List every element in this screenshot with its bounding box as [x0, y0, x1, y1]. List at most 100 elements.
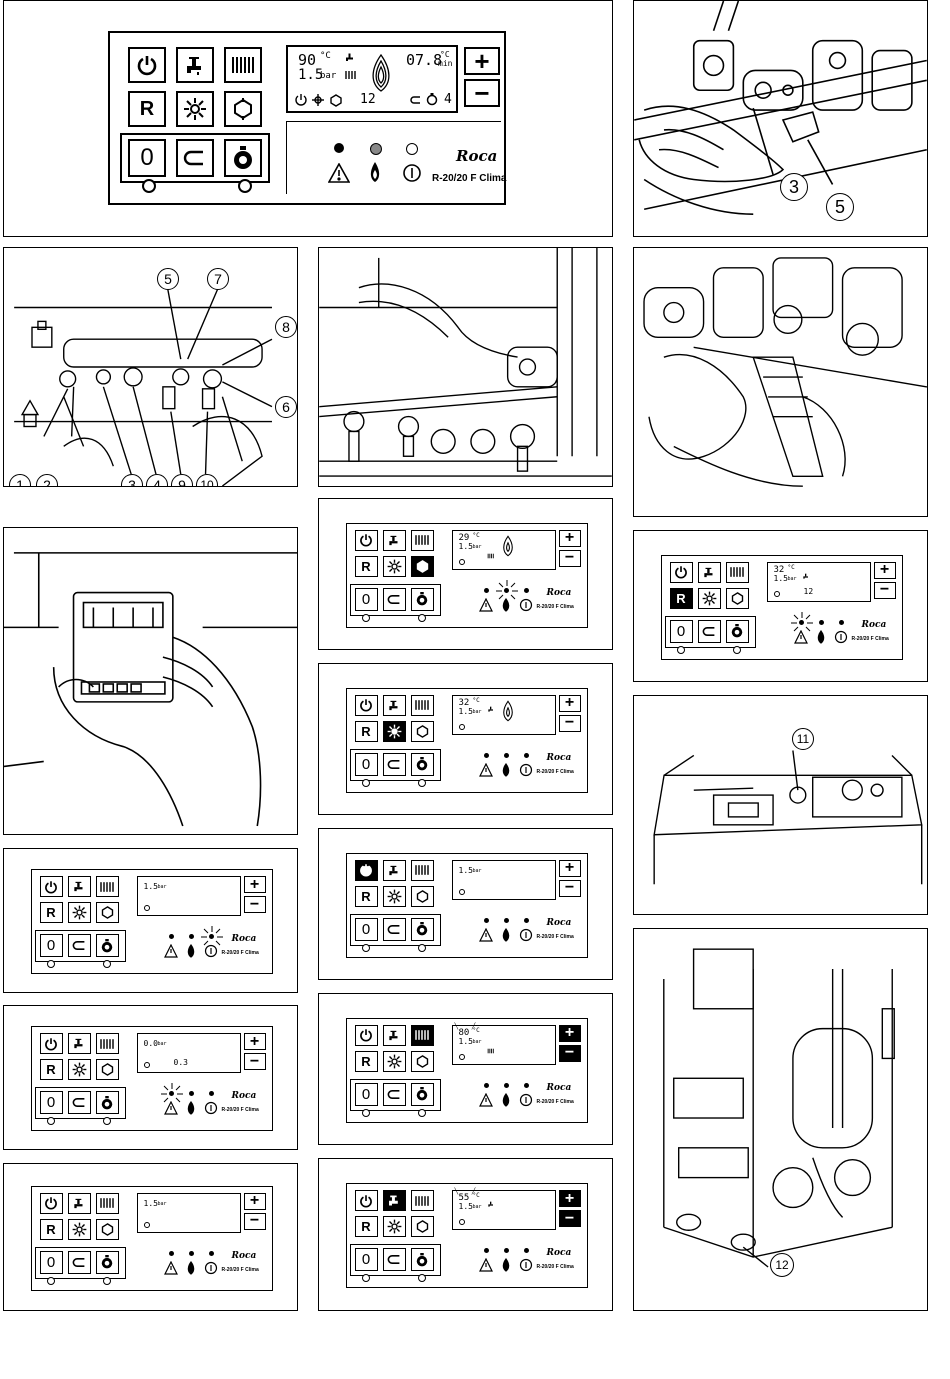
zero-button[interactable]: 0: [354, 587, 378, 611]
minus-button[interactable]: −: [558, 1044, 581, 1062]
sun-button[interactable]: [382, 1050, 406, 1072]
reset-button[interactable]: R: [354, 555, 378, 577]
zero-button[interactable]: 0: [128, 139, 166, 177]
plus-button[interactable]: +: [243, 1033, 266, 1050]
radiator-button[interactable]: [410, 1024, 434, 1046]
snowflake-button[interactable]: [410, 1216, 434, 1237]
return-button[interactable]: [382, 752, 406, 776]
burner-button[interactable]: [410, 1082, 434, 1106]
reset-button[interactable]: R: [39, 1059, 63, 1080]
zero-button[interactable]: 0: [39, 934, 63, 957]
sun-button[interactable]: [382, 1216, 406, 1237]
power-button[interactable]: [39, 1033, 63, 1054]
snowflake-button[interactable]: [95, 902, 119, 923]
return-button[interactable]: [67, 1250, 91, 1274]
return-button[interactable]: [67, 934, 91, 957]
plus-button[interactable]: +: [243, 876, 266, 893]
radiator-button[interactable]: [410, 1190, 434, 1211]
tap-button[interactable]: [382, 1024, 406, 1046]
plus-button[interactable]: +: [558, 859, 581, 877]
burner-button[interactable]: [725, 619, 749, 643]
snowflake-button[interactable]: [224, 91, 262, 127]
burner-button[interactable]: [224, 139, 262, 177]
radiator-button[interactable]: [410, 694, 434, 716]
sun-button[interactable]: [697, 587, 721, 609]
power-button[interactable]: [354, 1024, 378, 1046]
return-button[interactable]: [176, 139, 214, 177]
tap-button[interactable]: [382, 1190, 406, 1211]
minus-button[interactable]: −: [558, 714, 581, 732]
radiator-button[interactable]: [410, 529, 434, 551]
return-button[interactable]: [382, 1082, 406, 1106]
radiator-button[interactable]: [725, 561, 749, 583]
burner-button[interactable]: [410, 587, 434, 611]
burner-button[interactable]: [95, 1250, 119, 1274]
burner-button[interactable]: [410, 917, 434, 941]
zero-button[interactable]: 0: [39, 1091, 63, 1114]
return-button[interactable]: [382, 917, 406, 941]
return-button[interactable]: [697, 619, 721, 643]
reset-button[interactable]: R: [39, 1218, 63, 1240]
sun-button[interactable]: [382, 720, 406, 742]
return-button[interactable]: [67, 1091, 91, 1114]
radiator-button[interactable]: [224, 47, 262, 83]
return-button[interactable]: [382, 1248, 406, 1271]
sun-button[interactable]: [67, 1059, 91, 1080]
power-button[interactable]: [354, 859, 378, 881]
burner-button[interactable]: [95, 1091, 119, 1114]
plus-button[interactable]: +: [464, 46, 500, 76]
reset-button[interactable]: R: [354, 1216, 378, 1237]
zero-button[interactable]: 0: [39, 1250, 63, 1274]
power-button[interactable]: [39, 876, 63, 897]
reset-button[interactable]: R: [354, 720, 378, 742]
sun-button[interactable]: [176, 91, 214, 127]
snowflake-button[interactable]: [95, 1059, 119, 1080]
zero-button[interactable]: 0: [354, 917, 378, 941]
reset-button[interactable]: R: [128, 91, 166, 127]
minus-button[interactable]: −: [558, 1210, 581, 1227]
radiator-button[interactable]: [95, 1192, 119, 1214]
sun-button[interactable]: [67, 902, 91, 923]
snowflake-button[interactable]: [95, 1218, 119, 1240]
reset-button[interactable]: R: [669, 587, 693, 609]
burner-button[interactable]: [410, 752, 434, 776]
minus-button[interactable]: −: [243, 1212, 266, 1230]
tap-button[interactable]: [67, 1192, 91, 1214]
burner-button[interactable]: [410, 1248, 434, 1271]
snowflake-button[interactable]: [410, 885, 434, 907]
tap-button[interactable]: [67, 1033, 91, 1054]
return-button[interactable]: [382, 587, 406, 611]
sun-button[interactable]: [382, 555, 406, 577]
power-button[interactable]: [354, 1190, 378, 1211]
power-button[interactable]: [354, 529, 378, 551]
zero-button[interactable]: 0: [669, 619, 693, 643]
snowflake-button[interactable]: [410, 720, 434, 742]
plus-button[interactable]: +: [558, 529, 581, 547]
tap-button[interactable]: [697, 561, 721, 583]
snowflake-button[interactable]: [410, 1050, 434, 1072]
minus-button[interactable]: −: [558, 879, 581, 897]
sun-button[interactable]: [382, 885, 406, 907]
plus-button[interactable]: +: [558, 1024, 581, 1042]
power-button[interactable]: [354, 694, 378, 716]
reset-button[interactable]: R: [354, 885, 378, 907]
minus-button[interactable]: −: [243, 896, 266, 913]
snowflake-button[interactable]: [410, 555, 434, 577]
plus-button[interactable]: +: [243, 1192, 266, 1210]
power-button[interactable]: [669, 561, 693, 583]
tap-button[interactable]: [67, 876, 91, 897]
tap-button[interactable]: [382, 859, 406, 881]
sun-button[interactable]: [67, 1218, 91, 1240]
burner-button[interactable]: [95, 934, 119, 957]
minus-button[interactable]: −: [243, 1053, 266, 1070]
zero-button[interactable]: 0: [354, 752, 378, 776]
reset-button[interactable]: R: [354, 1050, 378, 1072]
minus-button[interactable]: −: [464, 78, 500, 108]
plus-button[interactable]: +: [558, 1190, 581, 1207]
radiator-button[interactable]: [410, 859, 434, 881]
dhw-tap-button[interactable]: [176, 47, 214, 83]
plus-button[interactable]: +: [873, 561, 896, 579]
power-button[interactable]: [128, 47, 166, 83]
tap-button[interactable]: [382, 529, 406, 551]
minus-button[interactable]: −: [873, 581, 896, 599]
